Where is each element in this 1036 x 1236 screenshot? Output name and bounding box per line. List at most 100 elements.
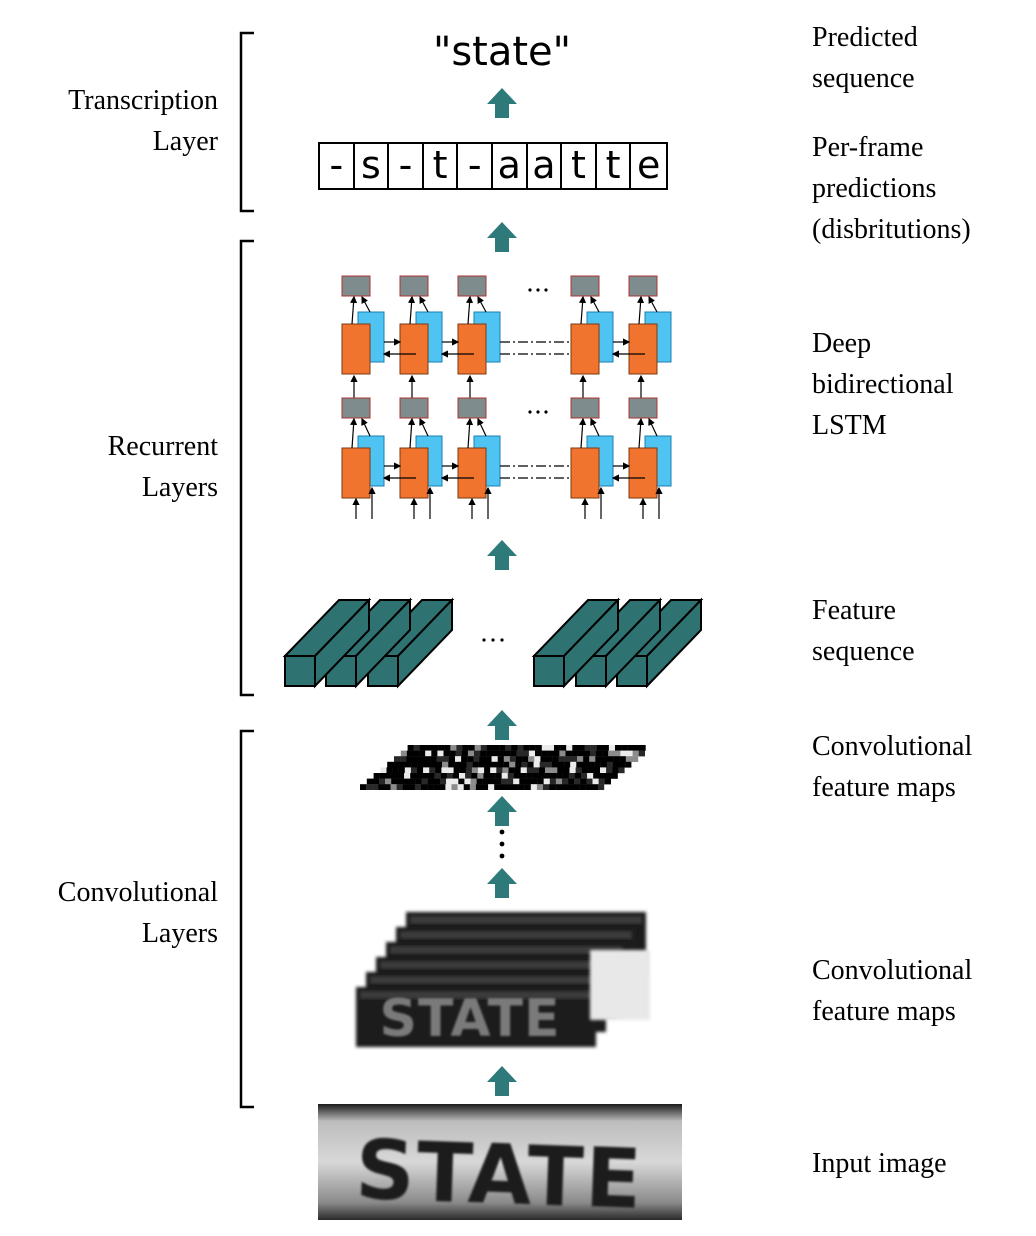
conv-map-cell-6-22 [501,778,508,785]
conv-map-cell-4-13 [459,767,466,774]
conv-map-cell-1-20 [522,750,530,757]
conv-map-cell-6-8 [415,778,422,785]
conv-map-cell-2-32 [589,756,596,762]
conv-map-cell-3-11 [454,761,461,768]
conv-map-cell-5-30 [556,773,563,779]
conv-map-cell-6-15 [458,778,465,785]
lstm-forward-cell-r0-c4 [628,323,658,375]
lstm-up-b-r1-c4 [648,417,658,437]
conv-map-cell-1-4 [425,750,432,757]
conv-map-cell-5-21 [501,773,508,779]
lstm-output-r1-c4 [628,397,658,419]
conv-map-cell-5-0 [373,773,380,779]
conv-map-cell-6-7 [409,778,416,785]
conv-map-cell-3-7 [429,761,437,768]
conv-map-cell-1-2 [413,750,420,757]
conv-map-cell-2-39 [631,756,639,762]
stack-map-highlight-1 [400,931,632,939]
stack-map-highlight-5 [360,991,592,999]
conv-map-cell-6-25 [519,778,526,785]
conv-map-cell-7-8 [408,784,416,790]
conv-map-cell-7-12 [433,784,440,790]
conv-map-cell-4-21 [508,767,515,774]
conv-feature-maps-upper-label: Convolutional feature maps [812,731,973,803]
feature-ellipsis-2 [500,638,504,642]
conv-map-cell-7-25 [512,784,519,790]
conv-map-cell-3-0 [387,761,394,768]
frame-prediction-8: t [597,144,632,188]
recurrent-bracket [239,239,254,697]
conv-map-cell-7-14 [445,784,452,790]
conv-map-cell-6-3 [385,778,392,785]
conv-map-cell-3-27 [551,761,559,768]
conv-map-cell-2-5 [424,756,431,762]
conv-map-cell-4-32 [575,767,582,774]
conv-map-cell-5-10 [434,773,441,779]
conv-map-cell-5-12 [446,773,454,779]
lstm-ellipsis-r1-1 [536,410,540,414]
lstm-output-r0-c3 [570,275,600,297]
conv-map-cell-1-26 [559,750,566,757]
conv-map-cell-6-18 [476,778,483,785]
conv-map-cell-4-7 [423,767,430,774]
conv-map-cell-5-39 [611,773,618,779]
lstm-output-r1-c1 [399,397,429,419]
lstm-forward-cell-r0-c3 [570,323,600,375]
conv-map-cell-7-26 [518,784,525,790]
conv-map-cell-2-2 [406,756,413,762]
transcription-layer-label: Transcription Layer [68,85,218,157]
lstm-output-r1-c3 [570,397,600,419]
conv-map-cell-4-1 [386,767,393,774]
conv-map-cell-1-18 [510,750,517,757]
conv-map-cell-4-30 [563,767,570,774]
conv-map-cell-2-28 [564,756,572,762]
conv-map-cell-5-16 [471,773,478,779]
lstm-up-b-r0-c4 [648,295,658,313]
conv-map-cell-3-32 [582,761,589,768]
conv-map-cell-1-3 [419,750,426,757]
conv-map-cell-1-19 [516,750,523,757]
conv-map-cell-6-31 [555,778,563,785]
frame-prediction-0: - [320,144,355,188]
conv-map-cell-0-34 [615,745,622,751]
conv-map-cell-3-8 [436,761,443,768]
conv-map-cell-0-26 [566,745,573,751]
conv-map-cell-6-5 [397,778,404,785]
conv-map-cell-2-26 [552,756,559,762]
conv-map-cell-5-5 [404,773,411,779]
feature-ellipsis-1 [491,638,495,642]
conv-map-cell-7-0 [360,784,367,790]
conv-map-cell-5-9 [428,773,435,779]
conv-map-cell-7-20 [482,784,489,790]
conv-map-cell-6-36 [586,778,593,785]
conv-map-cell-2-36 [613,756,620,762]
conv-map-cell-1-9 [455,750,462,757]
conv-map-cell-5-2 [385,773,393,779]
conv-map-cell-6-0 [366,778,374,785]
conv-map-cell-1-38 [632,750,639,757]
conv-map-cell-4-19 [496,767,503,774]
conv-map-cell-0-3 [425,745,433,751]
conv-map-cell-7-5 [390,784,397,790]
conv-map-cell-4-36 [600,767,607,774]
conv-map-cell-1-10 [461,750,469,757]
up-arrow-0 [487,88,517,118]
conv-map-cell-1-31 [589,750,597,757]
conv-map-cell-0-4 [432,745,439,751]
lstm-up-a-r0-c4 [636,295,645,325]
conv-map-cell-2-4 [418,756,425,762]
conv-map-cell-4-11 [447,767,454,774]
conv-map-cell-5-14 [459,773,466,779]
lstm-up-a-r0-c1 [407,295,416,325]
conv-map-cell-0-15 [499,745,506,751]
conv-map-cell-3-18 [497,761,504,768]
conv-map-cell-0-6 [444,745,451,751]
conv-map-cell-3-34 [594,761,601,768]
lstm-output-r1-c2 [457,397,487,419]
conv-map-cell-1-22 [535,750,542,757]
conv-map-cell-4-34 [587,767,595,774]
conv-map-cell-0-37 [633,745,640,751]
conv-map-cell-4-9 [435,767,442,774]
conv-map-cell-4-12 [453,767,460,774]
